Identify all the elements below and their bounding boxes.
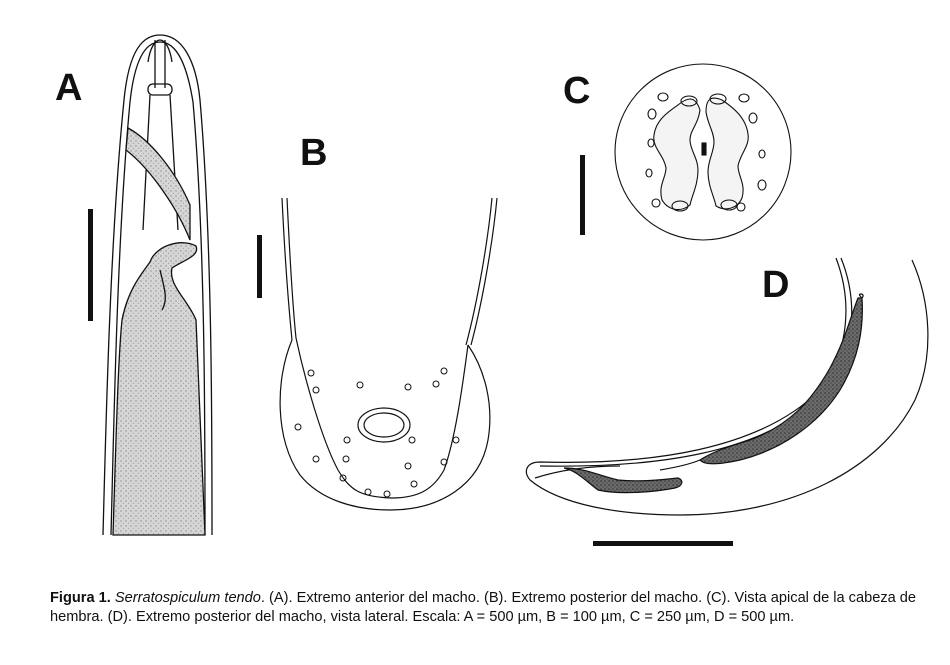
panel-label-b: B [300,132,327,174]
scale-bar-a [88,209,93,321]
panel-label-a: A [55,67,82,109]
caption-text: . (A). Extremo anterior del macho. (B). … [50,590,917,625]
figure-illustration: A B [55,34,929,546]
panel-d-drawing [525,257,929,516]
panel-a-drawing [102,34,213,536]
figure-caption: Figura 1. Serratospiculum tendo. (A). Ex… [50,589,945,627]
caption-figure-label: Figura 1. [50,590,111,606]
scale-bar-b [257,235,262,298]
panel-c-drawing [614,63,792,241]
scale-bar-c [580,155,585,235]
panel-label-c: C [563,70,590,112]
panel-label-d: D [762,264,789,306]
caption-species-name: Serratospiculum tendo [114,590,261,606]
scale-bar-d [593,541,733,546]
panel-b-drawing [279,197,498,511]
